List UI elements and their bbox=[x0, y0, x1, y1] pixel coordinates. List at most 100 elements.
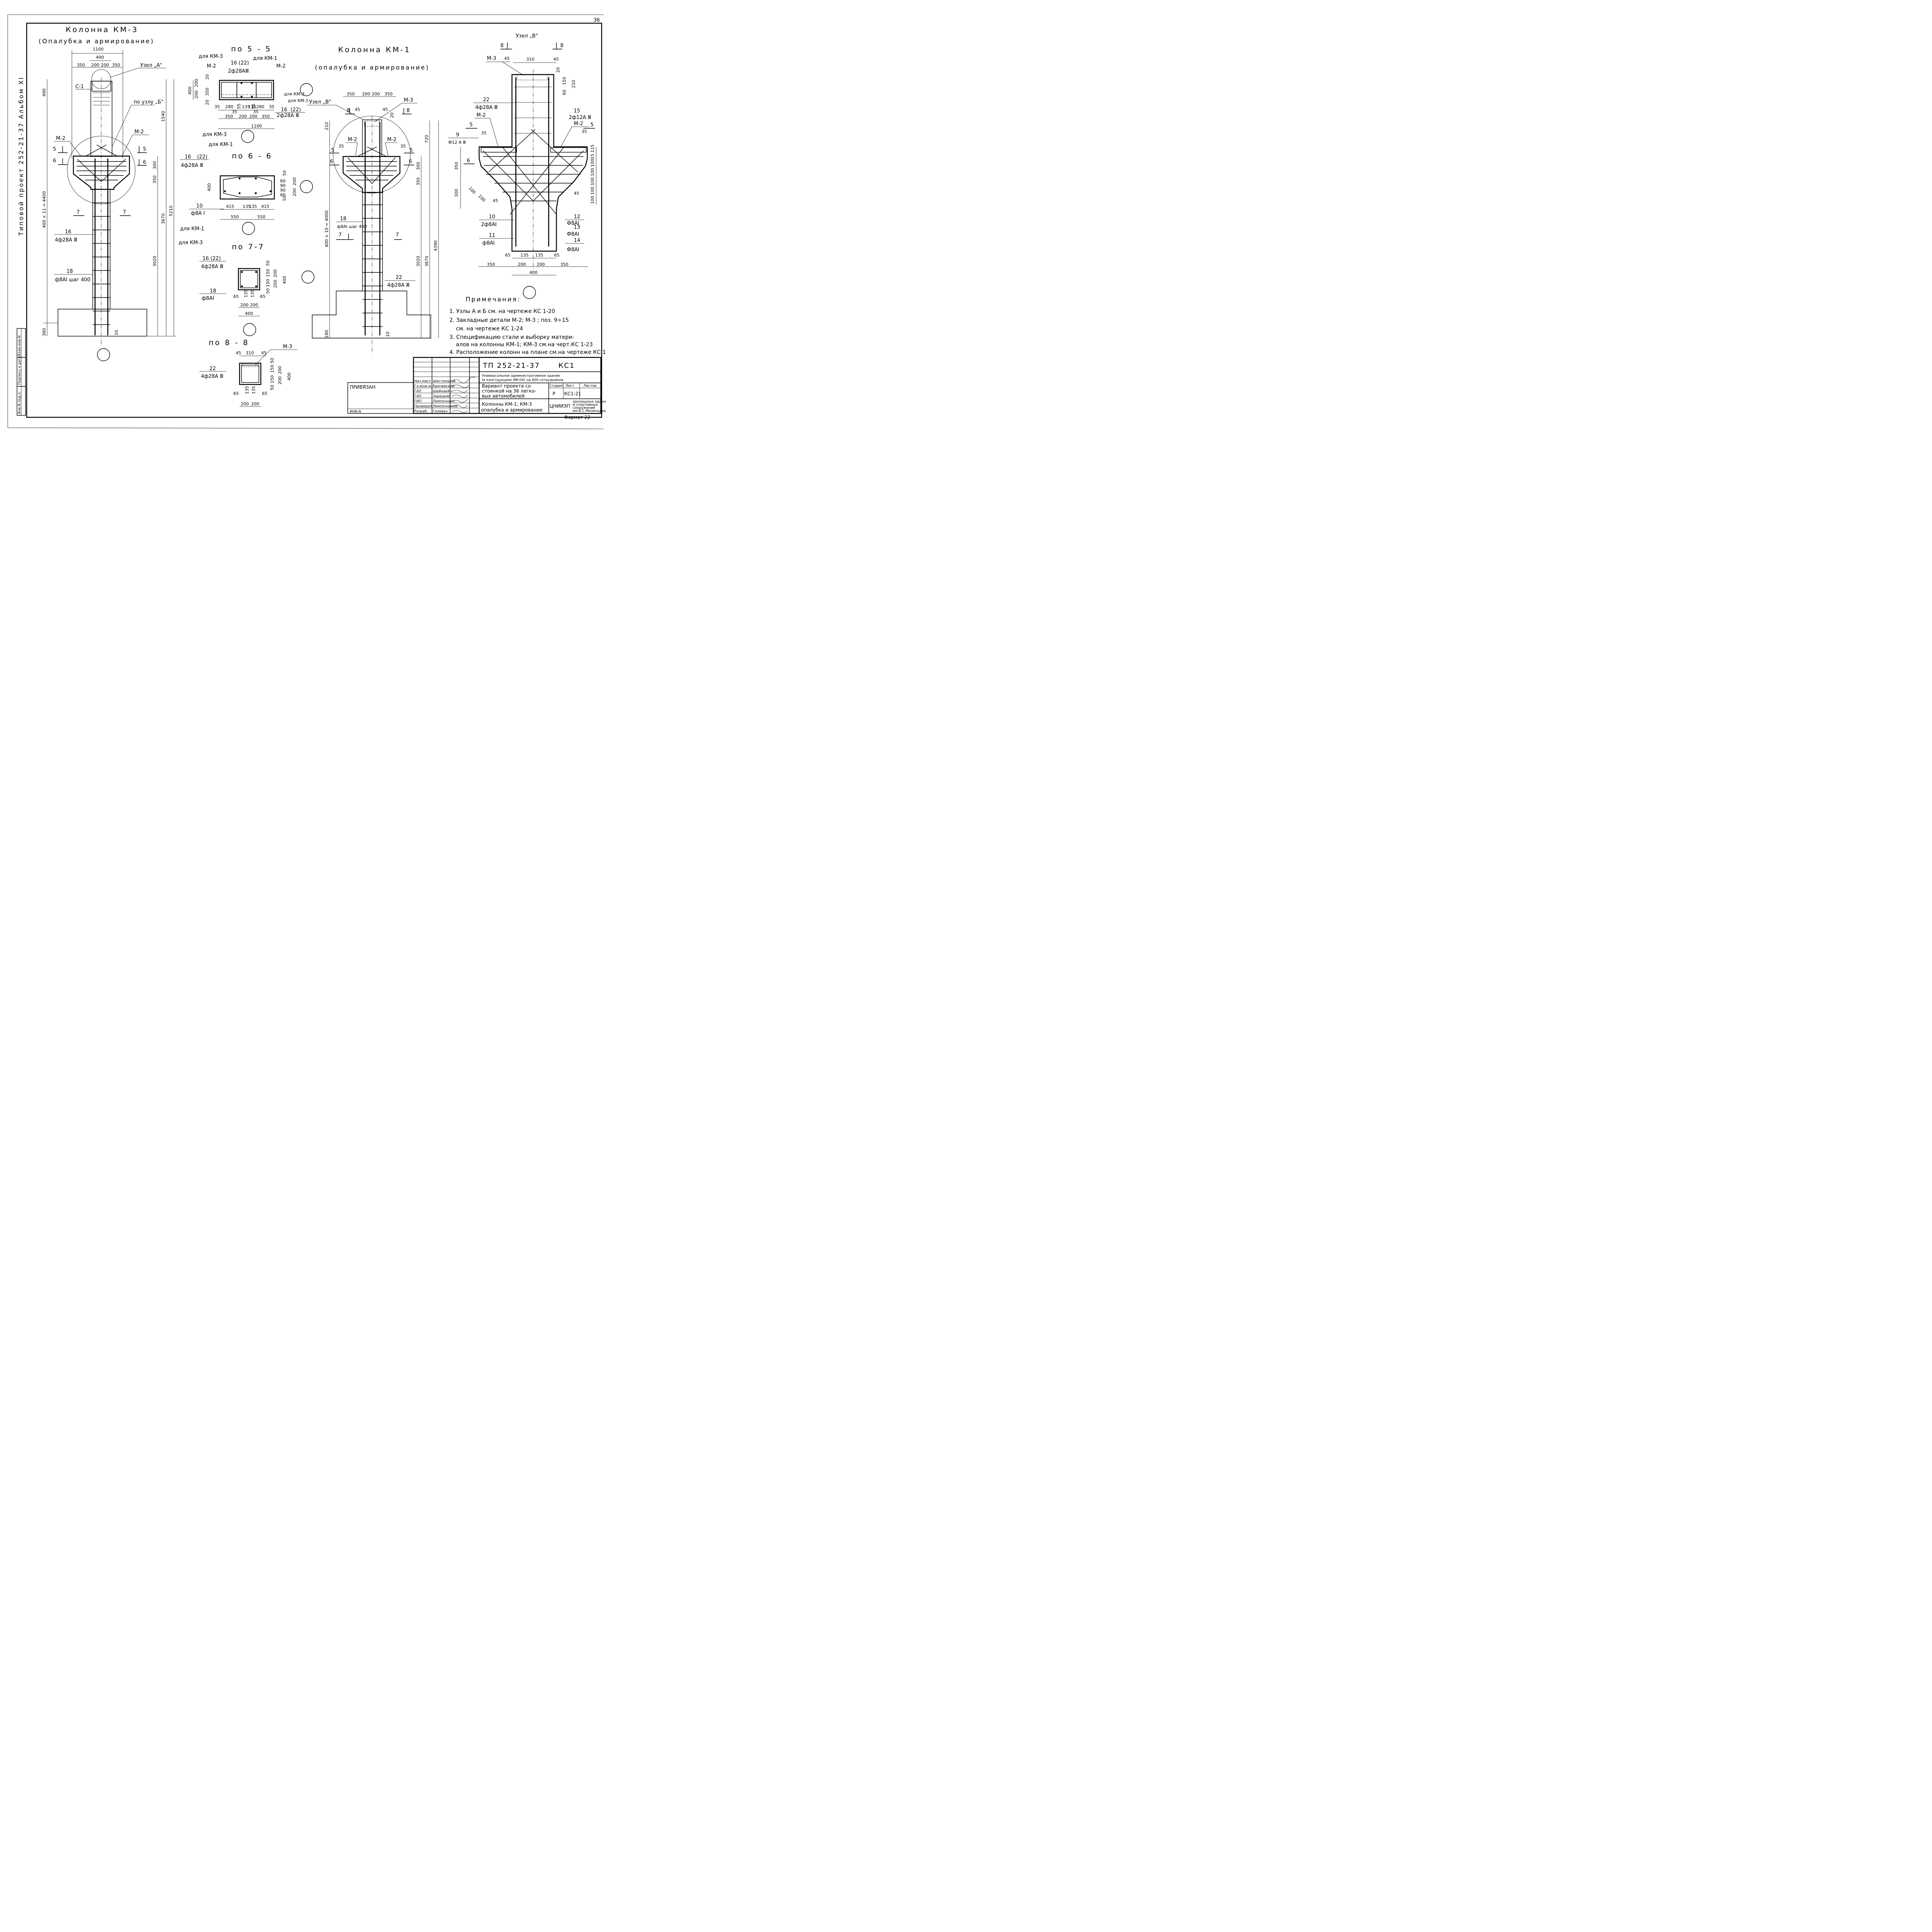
svg-text:16 (22): 16 (22) bbox=[231, 60, 249, 66]
svg-text:по 7-7: по 7-7 bbox=[232, 243, 265, 251]
svg-text:Ф8АI: Ф8АI bbox=[567, 247, 579, 253]
svg-text:550: 550 bbox=[257, 214, 265, 219]
svg-text:360: 360 bbox=[42, 328, 47, 336]
svg-text:3020: 3020 bbox=[152, 256, 157, 267]
svg-text:400 × 11 = 4400: 400 × 11 = 4400 bbox=[42, 191, 47, 228]
svg-text:45: 45 bbox=[493, 198, 498, 203]
svg-text:4ф28А Ⅲ: 4ф28А Ⅲ bbox=[201, 374, 223, 379]
svg-text:15: 15 bbox=[574, 108, 580, 114]
svg-text:М-2: М-2 bbox=[276, 63, 286, 69]
svg-text:М-3: М-3 bbox=[404, 97, 413, 103]
svg-text:Лемпочников: Лемпочников bbox=[433, 405, 457, 408]
svg-text:20: 20 bbox=[205, 74, 210, 80]
svg-text:М-2: М-2 bbox=[348, 137, 357, 143]
svg-text:720: 720 bbox=[424, 135, 429, 143]
svg-text:45: 45 bbox=[504, 56, 510, 61]
svg-text:50: 50 bbox=[265, 260, 270, 266]
svg-text:М-2: М-2 bbox=[134, 129, 144, 135]
svg-text:310: 310 bbox=[246, 350, 254, 355]
svg-text:200: 200 bbox=[194, 79, 199, 87]
svg-text:13: 13 bbox=[574, 224, 580, 230]
svg-text:Подпись и дата: Подпись и дата bbox=[18, 356, 22, 385]
svg-text:22: 22 bbox=[396, 275, 402, 281]
svg-text:200: 200 bbox=[518, 262, 526, 267]
svg-text:ГИП: ГИП bbox=[414, 400, 422, 403]
svg-text:Лист: Лист bbox=[565, 384, 574, 388]
svg-text:400: 400 bbox=[245, 311, 253, 316]
svg-text:(опалубка и армирование): (опалубка и армирование) bbox=[315, 64, 429, 71]
svg-text:Взам.инв.N: Взам.инв.N bbox=[18, 335, 22, 356]
svg-text:зрелищных зданий: зрелищных зданий bbox=[573, 400, 606, 404]
svg-text:10: 10 bbox=[196, 203, 203, 209]
svg-text:100: 100 bbox=[590, 168, 595, 176]
signatures bbox=[452, 377, 476, 413]
svg-text:200: 200 bbox=[292, 188, 297, 196]
svg-text:16: 16 bbox=[185, 154, 191, 160]
svg-text:50: 50 bbox=[265, 288, 270, 294]
svg-text:135: 135 bbox=[249, 204, 257, 209]
svg-text:400 × 10 = 4000: 400 × 10 = 4000 bbox=[324, 211, 329, 247]
svg-text:и спортивных: и спортивных bbox=[573, 403, 598, 407]
svg-text:18: 18 bbox=[210, 288, 216, 294]
svg-text:4ф28А Ⅲ: 4ф28А Ⅲ bbox=[387, 282, 410, 288]
svg-text:6: 6 bbox=[143, 160, 146, 165]
column-km1: Колонна КМ-1 (опалубка и армирование) Уз… bbox=[307, 46, 439, 354]
svg-text:45: 45 bbox=[355, 107, 360, 112]
svg-text:22: 22 bbox=[483, 97, 490, 103]
outer-edge bbox=[7, 427, 604, 429]
svg-text:350: 350 bbox=[454, 162, 459, 170]
svg-text:415: 415 bbox=[226, 204, 234, 209]
svg-text:для КМ-1: для КМ-1 bbox=[288, 98, 308, 103]
svg-text:350: 350 bbox=[347, 92, 355, 97]
svg-text:150: 150 bbox=[265, 269, 270, 277]
svg-text:8: 8 bbox=[406, 108, 410, 114]
svg-text:100: 100 bbox=[468, 186, 477, 195]
svg-text:135: 135 bbox=[520, 253, 529, 258]
svg-text:400: 400 bbox=[287, 372, 292, 381]
svg-text:50: 50 bbox=[282, 170, 287, 176]
svg-text:2. Закладные детали М-2; М-3 ;: 2. Закладные детали М-2; М-3 ; поз. 9÷15 bbox=[449, 317, 569, 323]
svg-text:8: 8 bbox=[347, 108, 350, 114]
svg-text:45: 45 bbox=[236, 350, 241, 355]
svg-text:Универсальное административное: Универсальное административное здание bbox=[482, 374, 560, 378]
title-block: ТП 252-21-37 КС1 Универсальное администр… bbox=[347, 357, 606, 420]
svg-text:20: 20 bbox=[556, 67, 561, 73]
svg-text:ф8АI шаг 400: ф8АI шаг 400 bbox=[55, 277, 90, 283]
svg-text:490: 490 bbox=[42, 88, 47, 97]
svg-text:4390: 4390 bbox=[433, 240, 438, 251]
svg-text:6: 6 bbox=[53, 158, 56, 164]
svg-text:90: 90 bbox=[280, 188, 286, 193]
svg-text:45: 45 bbox=[553, 57, 559, 62]
svg-text:350: 350 bbox=[416, 177, 421, 185]
svg-text:200: 200 bbox=[372, 92, 380, 97]
svg-text:(22): (22) bbox=[197, 154, 207, 160]
svg-text:300: 300 bbox=[416, 162, 421, 170]
svg-text:для КМ-1: для КМ-1 bbox=[209, 142, 233, 148]
svg-text:135: 135 bbox=[251, 386, 256, 394]
svg-text:18: 18 bbox=[66, 269, 73, 274]
svg-text:ГАП: ГАП bbox=[414, 395, 421, 398]
svg-text:55: 55 bbox=[236, 104, 242, 109]
svg-text:им.Б.С.Мезенцева: им.Б.С.Мезенцева bbox=[573, 409, 606, 413]
svg-text:2ф28А Ⅲ: 2ф28А Ⅲ bbox=[277, 113, 299, 119]
svg-text:400: 400 bbox=[529, 270, 537, 275]
svg-text:135: 135 bbox=[535, 253, 543, 258]
svg-text:Листов: Листов bbox=[583, 384, 597, 388]
svg-text:3. Спецификацию стали и выборк: 3. Спецификацию стали и выборку матери- bbox=[449, 334, 574, 340]
svg-text:350: 350 bbox=[152, 175, 157, 184]
svg-text:Лемпочникс: Лемпочникс bbox=[433, 400, 455, 403]
node-v-detail: Узел „В" 8 8 М-3 45 310 45 20 150 60 210 bbox=[448, 33, 597, 299]
svg-text:ГАП: ГАП bbox=[414, 389, 421, 393]
svg-text:5: 5 bbox=[590, 122, 594, 128]
svg-text:50: 50 bbox=[270, 358, 275, 363]
svg-text:5: 5 bbox=[331, 148, 334, 153]
svg-text:20: 20 bbox=[389, 112, 395, 118]
svg-text:350: 350 bbox=[487, 262, 495, 267]
svg-text:4ф28А Ⅲ: 4ф28А Ⅲ bbox=[475, 105, 498, 111]
svg-text:М-3: М-3 bbox=[283, 344, 292, 350]
svg-text:Шейнаейн: Шейнаейн bbox=[433, 389, 452, 393]
svg-text:50: 50 bbox=[282, 196, 287, 201]
svg-text:135: 135 bbox=[243, 204, 251, 209]
svg-text:60: 60 bbox=[562, 90, 567, 95]
svg-text:65: 65 bbox=[260, 294, 265, 299]
